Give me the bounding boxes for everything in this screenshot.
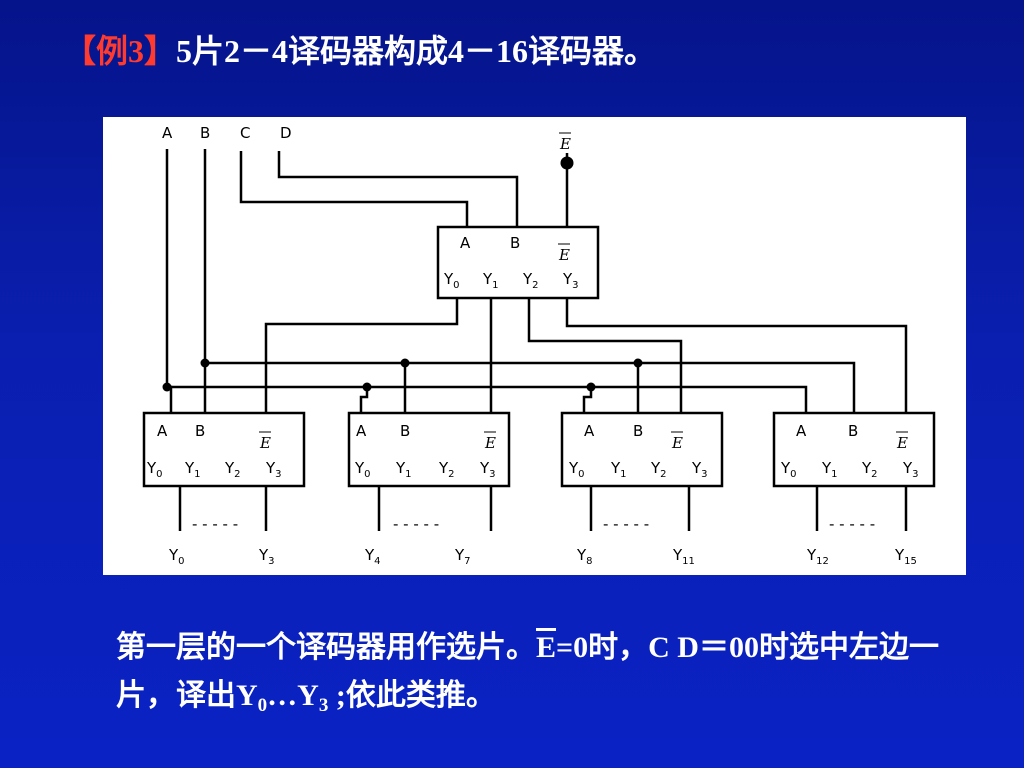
decoder-4-y0: Y0 [780,459,797,480]
decoder-top-y0: Y0 [443,270,460,291]
circuit-svg: A B C D E A B E Y0 Y1 Y2 Y3 A B [142,124,936,567]
decoder-1: A B E Y0 Y1 Y2 Y3 [142,411,306,488]
decoder-2-y3: Y3 [479,459,496,480]
example-tag: 【例3】 [64,33,177,69]
explanation-text: 第一层的一个译码器用作选片。E=0时，C D＝00时选中左边一片，译出Y0…Y3… [116,624,996,720]
decoder-2-in-a: A [356,422,367,440]
enable-input-dot [560,156,574,170]
output-label-y3: Y3 [258,546,275,567]
wire-y3-en4 [565,298,908,413]
decoder-top-y1: Y1 [482,270,499,291]
decoder-3-y3: Y3 [691,459,708,480]
output-label-y11: Y11 [672,546,695,567]
svg-text:E: E [559,135,571,153]
decoder-3-y0: Y0 [568,459,585,480]
output-ellipsis-1: - - - - - [192,515,238,533]
output-ellipsis-3: - - - - - [603,515,649,533]
output-label-y0: Y0 [168,546,185,567]
output-ellipsis-2: - - - - - [393,515,439,533]
decoder-2-enable: E [484,431,496,452]
decoder-1-y1: Y1 [184,459,201,480]
wire-d [277,151,519,227]
decoder-1-y3: Y3 [265,459,282,480]
tap-a-3 [582,387,593,413]
decoder-2-in-b: B [400,422,410,440]
decoder-4-box [772,411,936,488]
decoder-3-enable: E [671,431,683,452]
decoder-top-in-a: A [460,234,471,252]
decoder-3-in-b: B [633,422,643,440]
note-sub0: 0 [257,695,268,716]
input-label-d: D [280,124,292,142]
output-label-y4: Y4 [364,546,381,567]
decoder-2: A B E Y0 Y1 Y2 Y3 [347,411,511,488]
wire-c [239,151,469,227]
decoder-1-enable: E [259,431,271,452]
decoder-4-y3: Y3 [902,459,919,480]
svg-text:E: E [671,434,683,452]
decoder-1-y0: Y0 [146,459,163,480]
note-sub3: 3 [318,695,329,716]
tap-a-2 [359,387,369,413]
svg-text:E: E [558,246,570,264]
junction-dots [162,156,643,392]
svg-text:E: E [484,434,496,452]
slide-title: 【例3】5片2－4译码器构成4－16译码器。 [64,26,656,72]
svg-text:E: E [896,434,908,452]
decoder-4-y2: Y2 [861,459,878,480]
input-label-b: B [200,124,210,142]
decoder-2-y1: Y1 [395,459,412,480]
decoder-3: A B E Y0 Y1 Y2 Y3 [560,411,724,488]
note-part2: =0时，C D＝00时选中左边一片，译出Y [116,631,939,712]
decoder-3-in-a: A [584,422,595,440]
decoder-top-in-b: B [510,234,520,252]
bus-b [205,361,856,413]
svg-text:E: E [259,434,271,452]
decoder-4-in-b: B [848,422,858,440]
decoder-1-in-a: A [157,422,168,440]
decoder-top-y2: Y2 [522,270,539,291]
decoder-1-box [142,411,306,488]
output-ellipsis-4: - - - - - [829,515,875,533]
output-label-y12: Y12 [806,546,829,567]
decoder-2-y2: Y2 [438,459,455,480]
decoder-4-enable: E [896,431,908,452]
decoder-1-in-b: B [195,422,205,440]
title-text: 5片2－4译码器构成4－16译码器。 [176,33,657,69]
note-part4: ;依此类推。 [328,679,496,712]
wire-y2-en3 [527,298,683,413]
wire-a [165,149,173,420]
input-label-a: A [162,124,173,142]
input-label-c: C [240,124,250,142]
output-label-y15: Y15 [894,546,917,567]
note-part1: 第一层的一个译码器用作选片。 [116,631,536,664]
decoder-top-box [436,225,600,300]
decoder-circuit-diagram: A B C D E A B E Y0 Y1 Y2 Y3 A B [103,117,966,575]
decoder-4: A B E Y0 Y1 Y2 Y3 [772,411,936,488]
output-label-y7: Y7 [454,546,471,567]
input-label-enable: E [559,132,571,153]
decoder-top-y3: Y3 [562,270,579,291]
wire-y0-en1 [264,298,459,413]
decoder-3-box [560,411,724,488]
decoder-top-enable: E [558,243,570,264]
decoder-4-y1: Y1 [821,459,838,480]
output-label-y8: Y8 [576,546,593,567]
decoder-4-in-a: A [796,422,807,440]
decoder-3-y1: Y1 [610,459,627,480]
wires [165,149,908,531]
decoder-3-y2: Y2 [650,459,667,480]
decoder-1-y2: Y2 [224,459,241,480]
note-part3: …Y [267,679,319,712]
bus-a [167,385,808,413]
decoder-2-y0: Y0 [354,459,371,480]
decoder-top: A B E Y0 Y1 Y2 Y3 [436,225,600,300]
note-enable-bar: E [536,631,557,664]
decoder-2-box [347,411,511,488]
